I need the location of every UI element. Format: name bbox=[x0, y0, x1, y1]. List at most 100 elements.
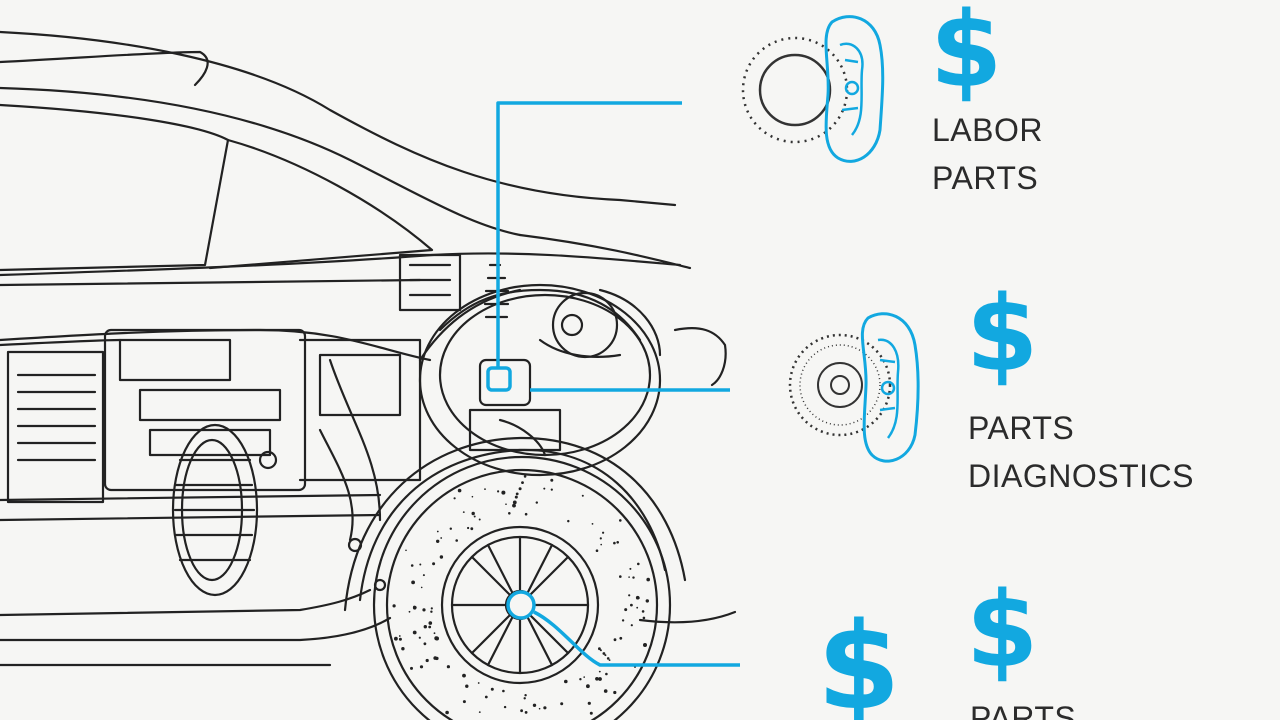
tread-dot bbox=[628, 576, 630, 578]
tread-dot bbox=[524, 711, 528, 714]
tread-dot bbox=[478, 518, 481, 521]
tread-dot bbox=[637, 562, 640, 566]
tread-dot bbox=[523, 697, 526, 700]
tread-dot bbox=[462, 511, 465, 513]
tread-dot bbox=[599, 537, 602, 540]
tread-dot bbox=[538, 707, 541, 710]
dollar-sign-3: $ bbox=[966, 569, 1039, 691]
tread-dot bbox=[501, 490, 506, 495]
tread-dot bbox=[632, 576, 635, 579]
tread-dot bbox=[564, 679, 568, 684]
tread-dot bbox=[619, 636, 623, 640]
tread-dot bbox=[637, 597, 640, 599]
tread-dot bbox=[462, 700, 466, 704]
tread-dot bbox=[432, 562, 436, 566]
tread-dot bbox=[550, 478, 554, 482]
leader-anchor-hub bbox=[506, 590, 536, 620]
tread-dot bbox=[602, 652, 606, 655]
tread-dot bbox=[446, 665, 450, 669]
tread-dot bbox=[520, 709, 523, 713]
tread-dot bbox=[543, 706, 547, 710]
tread-dot bbox=[646, 577, 650, 582]
tread-dot bbox=[613, 690, 617, 695]
tread-dot bbox=[433, 632, 436, 635]
tread-dot bbox=[524, 512, 528, 516]
tread-dot bbox=[423, 642, 427, 646]
tread-dot bbox=[398, 637, 402, 641]
tread-dot bbox=[471, 495, 474, 498]
tread-dot bbox=[420, 586, 423, 589]
tread-dot bbox=[598, 647, 601, 651]
callout-2-label-1: PARTS bbox=[968, 410, 1075, 446]
tread-dot bbox=[405, 549, 407, 552]
tread-dot bbox=[603, 689, 608, 693]
tread-dot bbox=[550, 488, 553, 491]
tread-dot bbox=[581, 494, 584, 497]
tread-dot bbox=[411, 580, 415, 585]
tread-dot bbox=[608, 659, 611, 661]
tread-dot bbox=[419, 563, 422, 566]
tread-dot bbox=[521, 481, 524, 484]
tread-dot bbox=[430, 607, 433, 610]
brake-rotor-caliper-icon bbox=[741, 15, 885, 163]
callout-1-label-2: PARTS bbox=[932, 160, 1039, 196]
tread-dot bbox=[445, 710, 449, 715]
tread-dot bbox=[502, 689, 505, 693]
callout-3-label-1: PARTS bbox=[970, 700, 1077, 720]
leader-line-labor-parts bbox=[496, 101, 682, 380]
tread-dot bbox=[621, 619, 625, 622]
tread-dot bbox=[484, 695, 488, 699]
tread-dot bbox=[471, 511, 475, 516]
tread-dot bbox=[515, 492, 519, 496]
tread-dot bbox=[449, 527, 452, 530]
tread-dot bbox=[423, 625, 427, 629]
tread-dot bbox=[583, 676, 585, 678]
tread-dot bbox=[589, 711, 593, 715]
tread-dot bbox=[503, 705, 507, 709]
tread-dot bbox=[433, 656, 438, 660]
dollar-sign-1: $ bbox=[930, 0, 1003, 111]
tread-dot bbox=[587, 701, 591, 705]
tread-dot bbox=[477, 682, 480, 684]
tread-dot bbox=[436, 530, 439, 533]
tread-dot bbox=[641, 610, 645, 613]
tread-dot bbox=[543, 487, 546, 490]
tread-dot bbox=[602, 531, 605, 534]
tread-dot bbox=[595, 549, 599, 552]
tread-dot bbox=[606, 657, 610, 660]
leader-anchor-caliper bbox=[486, 366, 512, 392]
tread-dot bbox=[455, 539, 459, 542]
tread-dot bbox=[436, 539, 440, 543]
tread-dot bbox=[600, 543, 602, 546]
tread-dot bbox=[478, 711, 481, 713]
tread-dot bbox=[428, 625, 432, 629]
tread-dot bbox=[518, 487, 522, 491]
tread-dot bbox=[595, 677, 599, 681]
tread-dot bbox=[435, 636, 439, 641]
callout-1-label-1: LABOR bbox=[932, 112, 1043, 148]
tread-dot bbox=[457, 488, 462, 493]
dollar-sign-4: $ bbox=[817, 598, 901, 720]
tread-dot bbox=[628, 594, 631, 597]
tread-dot bbox=[567, 519, 570, 523]
tread-dot bbox=[473, 515, 476, 518]
brake-disc-caliper-icon bbox=[788, 312, 920, 463]
tread-dot bbox=[591, 523, 594, 525]
tread-dot bbox=[524, 694, 527, 697]
tread-dot bbox=[412, 630, 417, 635]
tread-dot bbox=[392, 604, 396, 608]
tread-dot bbox=[512, 500, 517, 505]
tread-dot bbox=[643, 643, 647, 647]
tread-dot bbox=[425, 658, 429, 663]
tread-dot bbox=[439, 555, 444, 559]
tread-dot bbox=[430, 610, 433, 613]
tread-dot bbox=[630, 603, 633, 607]
tread-dot bbox=[624, 608, 628, 612]
tread-dot bbox=[579, 678, 582, 681]
tread-dot bbox=[401, 647, 405, 651]
tread-dot bbox=[630, 624, 633, 627]
tread-dot bbox=[462, 673, 466, 678]
tread-dot bbox=[422, 608, 426, 612]
